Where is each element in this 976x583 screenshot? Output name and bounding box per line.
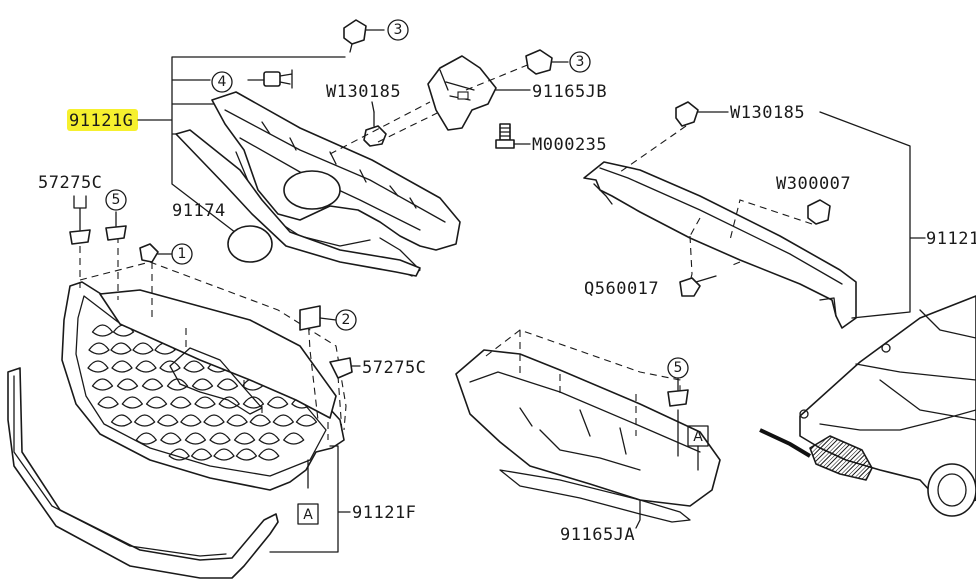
honeycomb-cell: [213, 448, 235, 461]
honeycomb-cell: [91, 378, 114, 391]
honeycomb-cell: [97, 396, 119, 409]
callout-3-top: 3: [387, 19, 409, 41]
honeycomb-cell: [116, 378, 139, 391]
honeycomb-cell: [218, 396, 240, 409]
label-91121: 91121: [926, 229, 976, 249]
label-57275c-left: 57275C: [38, 173, 102, 193]
honeycomb-cell: [190, 448, 213, 461]
honeycomb-cell: [233, 432, 256, 445]
honeycomb-cell: [135, 360, 157, 373]
svg-text:5: 5: [112, 192, 121, 208]
nut-w300007-shape: [807, 199, 831, 225]
callout-3-bracket: 3: [569, 51, 591, 73]
label-91165ja: 91165JA: [560, 525, 635, 545]
svg-text:1: 1: [178, 246, 187, 262]
bolt-m000235-shape: [495, 123, 531, 149]
clip-4-shape: [263, 69, 293, 89]
label-91121f: 91121F: [352, 503, 416, 523]
upper-beam-shape: [583, 161, 857, 329]
label-91174: 91174: [172, 201, 226, 221]
honeycomb-cell: [157, 414, 179, 427]
honeycomb-cell: [88, 342, 110, 355]
honeycomb-cell: [110, 342, 132, 355]
honeycomb-cell: [121, 396, 143, 409]
honeycomb-cell: [191, 378, 214, 391]
honeycomb-cell: [272, 414, 294, 427]
label-w300007: W300007: [776, 174, 851, 194]
honeycomb-cell: [111, 360, 133, 373]
label-m000235: M000235: [532, 135, 607, 155]
honeycomb-cell: [226, 414, 248, 427]
bracket-91165jb-shape: [427, 55, 497, 131]
honeycomb-cell: [168, 448, 190, 461]
clip-w130185-right-shape: [675, 101, 729, 127]
callout-4: 4: [211, 71, 233, 93]
honeycomb-cell: [170, 396, 192, 409]
honeycomb-cell: [141, 378, 164, 391]
svg-text:5: 5: [674, 360, 683, 376]
honeycomb-cell: [216, 378, 239, 391]
clip-57275c-left-shape: [69, 195, 91, 245]
honeycomb-cell: [180, 414, 202, 427]
svg-text:3: 3: [576, 54, 585, 70]
honeycomb-cell: [242, 396, 265, 409]
honeycomb-cell: [135, 432, 157, 445]
highlight-91121g: [67, 109, 138, 131]
label-91165jb: 91165JB: [532, 82, 607, 102]
upper-grille-moulding: [175, 129, 421, 277]
honeycomb-cell: [145, 396, 168, 409]
honeycomb-cell: [184, 432, 207, 445]
ref-a-left: A: [303, 507, 313, 523]
screw-1-shape: [139, 243, 173, 263]
honeycomb-cell: [258, 432, 280, 445]
label-q560017: Q560017: [584, 279, 659, 299]
vehicle-grille-hatch: [809, 435, 873, 481]
honeycomb-cell: [154, 342, 176, 355]
honeycomb-cell: [194, 396, 216, 409]
label-w130185-left: W130185: [326, 82, 401, 102]
honeycomb-cell: [159, 360, 181, 373]
honeycomb-cell: [235, 448, 258, 461]
label-91121g: 91121G: [69, 111, 133, 131]
vehicle-sketch: [799, 295, 976, 517]
svg-text:2: 2: [342, 312, 351, 328]
lower-grille-mount-plate: [99, 289, 337, 419]
honeycomb-cell: [249, 414, 271, 427]
honeycomb-cell: [209, 432, 231, 445]
honeycomb-cell: [267, 396, 289, 409]
honeycomb-cell: [160, 432, 182, 445]
label-w130185-right: W130185: [730, 103, 805, 123]
ref-a-right: A: [693, 429, 703, 445]
svg-text:4: 4: [218, 74, 227, 90]
callout-5-right: 5: [667, 357, 689, 379]
screw-q560017-shape: [679, 275, 717, 297]
emblem-shape: [227, 225, 273, 263]
clip-5-right-shape: [667, 377, 689, 407]
push-clip-bracket: [525, 49, 569, 75]
honeycomb-cell: [132, 342, 154, 355]
honeycomb-cell: [203, 414, 225, 427]
clip-57275c-right-shape: [329, 357, 361, 379]
clip-5-left-shape: [105, 211, 127, 241]
honeycomb-cell: [258, 448, 280, 461]
honeycomb-cell: [166, 378, 189, 391]
push-clip-top: [343, 19, 385, 53]
honeycomb-pattern: [87, 324, 318, 461]
lower-cover-shape: [455, 349, 721, 523]
honeycomb-cell: [87, 360, 109, 373]
clip-2-shape: [299, 305, 337, 331]
honeycomb-cell: [91, 324, 114, 337]
honeycomb-cell: [183, 360, 205, 373]
callout-2: 2: [335, 309, 357, 331]
label-57275c-right: 57275C: [362, 358, 426, 378]
honeycomb-cell: [112, 324, 135, 337]
honeycomb-cell: [110, 414, 133, 427]
honeycomb-cell: [283, 432, 305, 445]
honeycomb-cell: [295, 414, 318, 427]
honeycomb-cell: [134, 414, 156, 427]
svg-text:3: 3: [394, 22, 403, 38]
callout-5-left: 5: [105, 189, 127, 211]
callout-1: 1: [171, 243, 193, 265]
